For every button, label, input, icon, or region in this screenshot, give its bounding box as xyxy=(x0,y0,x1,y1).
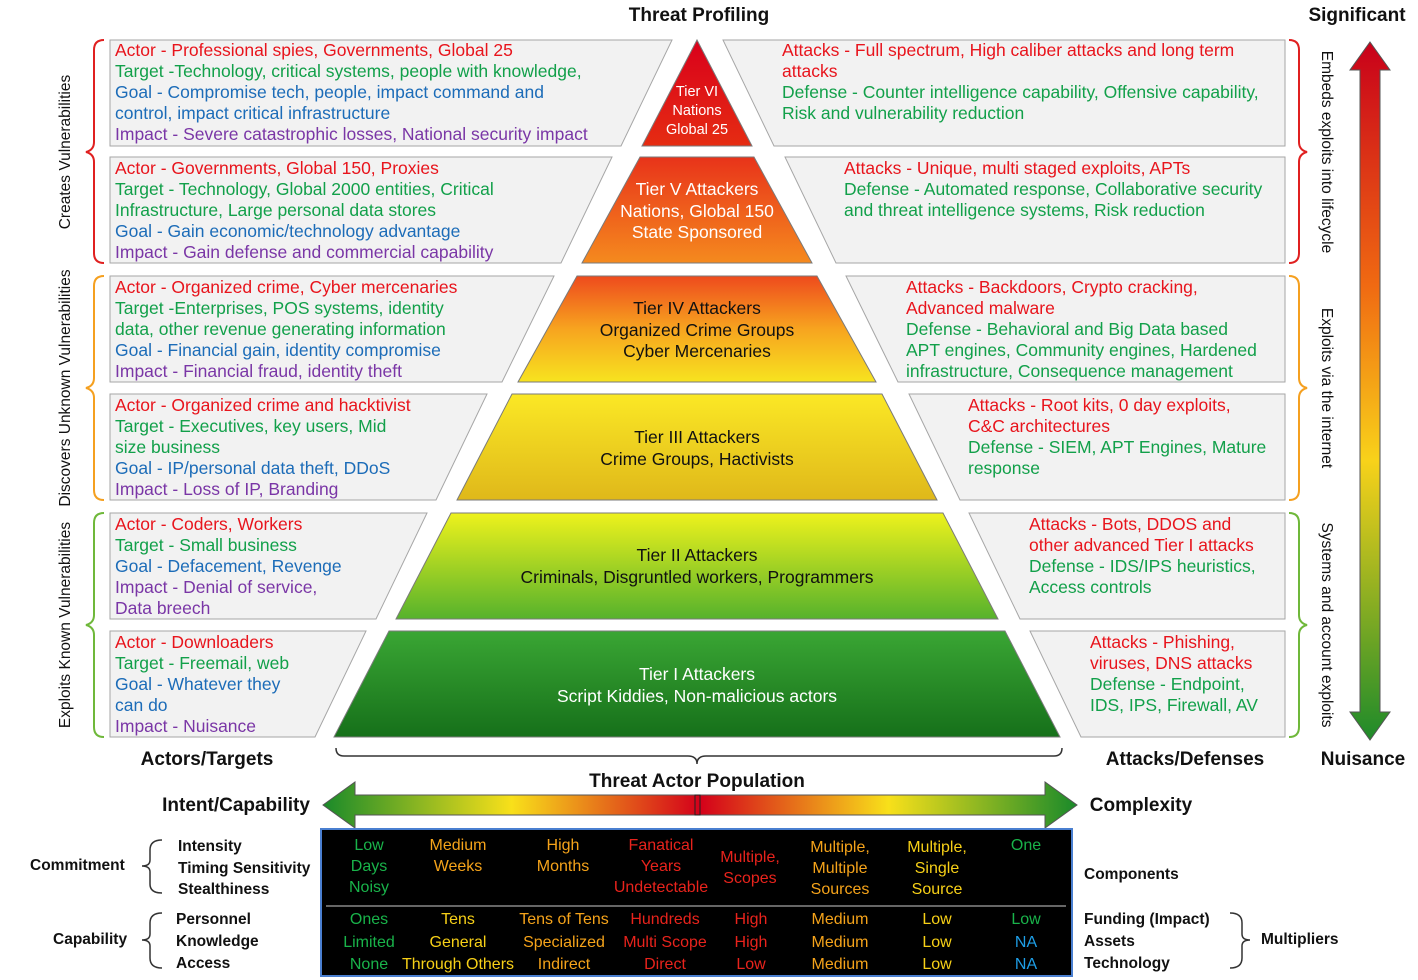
left-panel-text-tier4: Actor - Organized crime, Cyber mercenari… xyxy=(115,277,458,381)
right-panel-text-tier2: Attacks - Bots, DDOS and other advanced … xyxy=(1029,514,1256,597)
left-panel-text-tier6: Actor - Professional spies, Governments,… xyxy=(115,40,588,144)
table-cell-top-8: One xyxy=(1010,837,1042,854)
nuisance-label: Nuisance xyxy=(1320,749,1406,770)
creates-vulnerabilities-label: Creates Vulnerabilities xyxy=(57,74,74,230)
tier3-band xyxy=(456,393,938,501)
components-label: Components xyxy=(1084,866,1179,883)
left-panel-tier5 xyxy=(109,156,613,264)
right-panel-tier3 xyxy=(908,393,1286,501)
page-title: Threat Profiling xyxy=(628,5,770,26)
right-bracket-embeds xyxy=(1288,39,1308,264)
right-panel-text-tier5: Attacks - Unique, multi staged exploits,… xyxy=(844,158,1263,220)
left-panel-text-tier2: Actor - Coders, Workers Target - Small b… xyxy=(115,514,342,618)
left-panel-text-tier1: Actor - Downloaders Target - Freemail, w… xyxy=(115,632,290,736)
exploits-known-label: Exploits Known Vulnerabilities xyxy=(57,521,74,729)
population-brace xyxy=(335,747,1063,765)
left-panel-text-tier5: Actor - Governments, Global 150, Proxies… xyxy=(115,158,494,262)
intent-capability-label: Intent/Capability xyxy=(162,795,310,816)
discovers-vulnerabilities-label: Discovers Unknown Vulnerabilities xyxy=(57,269,74,507)
left-panel-tier6 xyxy=(109,39,673,147)
right-panel-text-tier4: Attacks - Backdoors, Crypto cracking, Ad… xyxy=(906,277,1257,381)
tier2-band xyxy=(395,512,999,620)
left-panel-tier1 xyxy=(109,630,367,738)
right-panel-text-tier6: Attacks - Full spectrum, High caliber at… xyxy=(782,40,1259,123)
capability-brace xyxy=(141,912,163,969)
left-bracket-creates xyxy=(85,39,105,264)
tier1-band xyxy=(333,630,1061,738)
left-panel-tier2 xyxy=(109,512,428,620)
population-label: Threat Actor Population xyxy=(589,771,805,792)
exploits-internet-label: Exploits via the internet xyxy=(1318,307,1335,469)
attacks-defenses-label: Attacks/Defenses xyxy=(1105,749,1265,770)
multiplier-items: Funding (Impact) Assets Technology xyxy=(1084,911,1210,972)
embeds-exploits-label: Embeds exploits into lifecycle xyxy=(1318,50,1335,254)
commitment-brace xyxy=(141,839,163,894)
right-panel-tier5 xyxy=(784,156,1286,264)
right-bracket-systems xyxy=(1288,512,1308,738)
multipliers-brace xyxy=(1229,912,1251,969)
commitment-items: Intensity Timing Sensitivity Stealthines… xyxy=(178,838,311,898)
right-panel-tier6 xyxy=(722,39,1286,147)
tier6-triangle xyxy=(641,38,753,147)
tier4-band xyxy=(517,275,877,383)
left-bracket-discovers xyxy=(85,275,105,501)
tier5-band xyxy=(581,156,813,264)
left-bracket-exploits xyxy=(85,512,105,738)
severity-arrow xyxy=(1349,41,1391,741)
left-panel-tier4 xyxy=(109,275,555,383)
table-cell-top-5: Multiple,Scopes xyxy=(720,849,780,887)
capability-label: Capability xyxy=(53,931,128,948)
right-panel-tier1 xyxy=(1029,630,1286,738)
commitment-label: Commitment xyxy=(30,857,125,874)
right-panel-text-tier3: Attacks - Root kits, 0 day exploits, C&C… xyxy=(968,395,1267,478)
left-panel-tier3 xyxy=(109,393,488,501)
arrow-center-mark xyxy=(694,794,701,816)
multipliers-label: Multipliers xyxy=(1261,931,1339,948)
capability-items: Personnel Knowledge Access xyxy=(176,911,259,972)
right-bracket-internet xyxy=(1288,275,1308,501)
right-panel-tier4 xyxy=(845,275,1286,383)
right-panel-text-tier1: Attacks - Phishing, viruses, DNS attacks… xyxy=(1090,632,1258,715)
significant-label: Significant xyxy=(1308,5,1406,26)
table-background xyxy=(320,828,1073,977)
systems-exploits-label: Systems and account exploits xyxy=(1318,522,1335,728)
right-panel-tier2 xyxy=(968,512,1286,620)
actors-targets-label: Actors/Targets xyxy=(140,749,274,770)
complexity-label: Complexity xyxy=(1089,795,1193,816)
left-panel-text-tier3: Actor - Organized crime and hacktivist T… xyxy=(115,395,411,499)
